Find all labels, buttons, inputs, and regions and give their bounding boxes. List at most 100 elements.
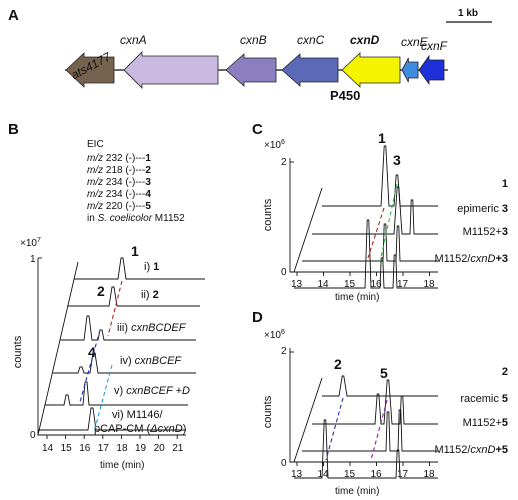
peak-b-2: 2: [97, 283, 105, 299]
gene-arrow-cxnB: [225, 53, 277, 87]
gene-label-cxnB: cxnB: [240, 33, 267, 47]
panelD-trace-label-3: M1152+5: [463, 417, 508, 429]
panel-d-label: D: [252, 309, 263, 326]
gene-label-cxnA: cxnA: [120, 33, 147, 47]
panel-d-ytick-bottom: 0: [281, 458, 287, 469]
panelD-trace-3: [302, 409, 438, 452]
trace-b-label-3: iii) cxnBCDEF: [117, 322, 187, 334]
panelC-trace-3: [302, 223, 438, 262]
gene-label-cxnF: cxnF: [421, 39, 448, 53]
guide-b-red: [107, 280, 123, 337]
trace-b-label-1: i) 1: [144, 261, 159, 273]
panel-d-ytick-top: 2: [281, 346, 287, 357]
panelD-xtick-label-15: 15: [344, 469, 356, 480]
panel-c-xlabel: time (min): [335, 292, 379, 303]
trace-b-5: [45, 381, 188, 406]
panelD-xtick-label-13: 13: [291, 469, 303, 480]
trace-b-label-6: vi) M1146/: [112, 409, 163, 421]
panelC-peak-label-3: 3: [393, 152, 401, 168]
panelD-peak-label-2: 2: [334, 356, 342, 372]
panelC-xtick-label-16: 16: [371, 279, 383, 290]
panelD-xtick-label-16: 16: [371, 469, 383, 480]
gene-label-cxnE: cxnE: [401, 35, 429, 49]
panelC-trace-label-1: 1: [502, 178, 508, 190]
eic-row-2: m/z 218 (-)---2: [87, 165, 151, 176]
panelC-trace-1: [322, 145, 438, 207]
panelC-depth-axis: [293, 187, 323, 273]
panelD-xtick-label-14: 14: [318, 469, 330, 480]
xtick-label-15: 15: [61, 443, 73, 454]
gene-arrow-ats4177: [65, 52, 115, 88]
peak-b-4: 4: [88, 344, 96, 360]
peak-b-1: 1: [131, 243, 139, 259]
panelD-peak-label-5: 5: [380, 365, 388, 381]
eic-row-5: m/z 220 (-)---5: [87, 201, 151, 212]
p450-annotation: P450: [330, 88, 360, 103]
panelC-trace-4: [294, 219, 438, 289]
xtick-label-20: 20: [154, 443, 166, 454]
panel-d-xlabel: time (min): [335, 486, 379, 497]
panelC-guide-1: [367, 207, 385, 259]
panelD-guide-1: [325, 397, 344, 461]
panelD-trace-1: [322, 375, 438, 397]
xtick-label-19: 19: [135, 443, 147, 454]
panelD-trace-label-1: 2: [502, 366, 508, 378]
trace-b-label-4: iv) cxnBCEF: [120, 355, 182, 367]
xtick-label-18: 18: [116, 443, 128, 454]
eic-row-4: m/z 234 (-)---4: [87, 189, 151, 200]
xtick-label-16: 16: [79, 443, 91, 454]
host-prefix: in: [87, 213, 98, 224]
trace-b-2: [68, 286, 200, 307]
gene-label-cxnD: cxnD: [350, 33, 380, 47]
panel-c-ylabel: counts: [262, 198, 274, 231]
host-strain-line: in S. coelicolor M1152: [87, 213, 185, 224]
panelC-xtick-label-18: 18: [424, 279, 436, 290]
guide-b-cyan: [93, 364, 113, 433]
panel-c-ytick-top: 2: [281, 157, 287, 168]
panel-b-depth-axis: [37, 261, 79, 436]
panelC-xtick-label-15: 15: [344, 279, 356, 290]
eic-title: EIC: [87, 139, 104, 150]
trace-b-3: [60, 315, 196, 341]
panelD-trace-label-2: racemic 5: [460, 393, 508, 405]
trace-b-label-2: ii) 2: [141, 289, 159, 301]
panel-c-exponent: ×106: [264, 139, 285, 151]
panel-b-ytick-bottom: 0: [30, 430, 36, 441]
xtick-label-14: 14: [42, 443, 54, 454]
panel-b-ytick-top: 1: [30, 254, 36, 265]
panel-c-label: C: [252, 121, 263, 138]
panel-b-guide-lines: [79, 280, 123, 433]
panelD-trace-4: [294, 419, 438, 479]
eic-legend: m/z 232 (-)---1m/z 218 (-)---2m/z 234 (-…: [87, 153, 151, 212]
gene-arrow-cxnC: [281, 53, 339, 87]
guide-b-blue: [79, 329, 101, 403]
trace-b-4: [53, 352, 196, 374]
panelD-axes: [289, 348, 438, 463]
panel-b-exponent: ×107: [20, 237, 41, 249]
panel-d-ylabel: counts: [262, 395, 274, 428]
panelC-axes: [289, 158, 438, 273]
panelC-xtick-label-17: 17: [397, 279, 409, 290]
trace-b-label-6-line2: pCAP-CM (ΔcxnD): [94, 423, 186, 435]
panelD-trace-2: [312, 379, 438, 425]
gene-arrow-cxnF: [418, 54, 445, 86]
gene-arrow-cxnA: [123, 51, 219, 89]
scale-bar-label: 1 kb: [458, 8, 478, 19]
panelC-peak-label-1: 1: [378, 130, 386, 146]
panelC-trace-2: [312, 186, 438, 235]
panelC-guide-2: [379, 183, 398, 263]
eic-row-3: m/z 234 (-)---3: [87, 177, 151, 188]
xtick-label-17: 17: [98, 443, 110, 454]
trace-b-label-5: v) cxnBCEF +D: [114, 385, 190, 397]
panelD-trace-label-4: M1152/cxnD+5: [435, 444, 508, 456]
trace-b-6: [38, 407, 186, 431]
panelC-trace-label-2: epimeric 3: [457, 203, 508, 215]
panelC-trace-label-4: M1152/cxnD+3: [435, 253, 508, 265]
gene-arrow-cxnD: [341, 52, 401, 88]
host-suffix: M1152: [152, 213, 185, 224]
